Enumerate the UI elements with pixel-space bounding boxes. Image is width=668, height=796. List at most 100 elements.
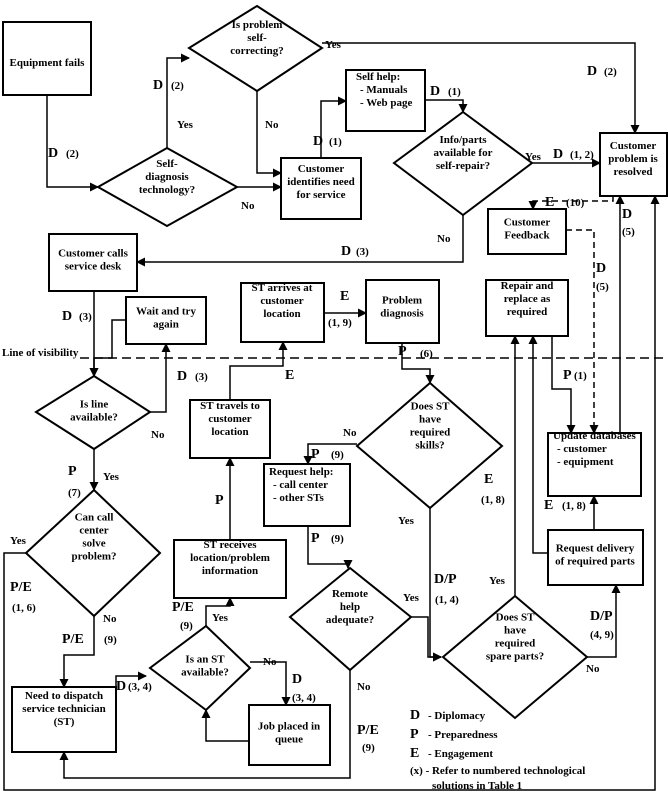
letter-e-skills: E: [484, 472, 493, 487]
letter-e-feedback: E: [545, 195, 554, 210]
letter-pe-receive: P/E: [172, 600, 194, 615]
letter-d-infoparts: D: [430, 84, 440, 99]
label-self-help: Self help:- Manuals- Web page: [356, 71, 412, 109]
no-spareparts: No: [586, 663, 600, 675]
yes-skills: Yes: [398, 515, 415, 527]
legend-x-line2: solutions in Table 1: [432, 780, 522, 792]
letter-d-resolved-right: D: [622, 207, 632, 222]
node-self-help: [345, 69, 426, 132]
code-diag: (6): [420, 348, 433, 360]
letter-e-travels: E: [285, 368, 294, 383]
node-self-correcting: [187, 4, 324, 93]
no-selfcorr: No: [265, 119, 279, 131]
yes-infoparts: Yes: [525, 151, 542, 163]
no-remote: No: [357, 681, 371, 693]
label-request-help: Request help:- call center- other STs: [269, 466, 333, 504]
node-request-help: [263, 463, 351, 527]
yes-selfcorr: Yes: [325, 39, 342, 51]
code-repair: (1): [574, 370, 587, 382]
letter-p-diag: P: [398, 344, 407, 359]
edge-stavail-yes-to-receive: [205, 597, 235, 626]
code-info-resolved: (1, 2): [570, 149, 594, 161]
code-resolved-right: (5): [622, 226, 635, 238]
edge-queue-to-stavail: [201, 709, 249, 742]
code-dispatch: (3, 4): [128, 681, 152, 693]
letter-pe-callcenter: P/E: [10, 580, 32, 595]
letter-pe-no-cc: P/E: [62, 632, 84, 647]
code-spareparts: (4, 9): [590, 629, 614, 641]
line-of-visibility-label: Line of visibility: [2, 347, 79, 359]
edge-wait-to-line: [89, 319, 126, 377]
edge-remote-yes-to-spareparts: [411, 616, 442, 662]
edge-selfcorr-no-to-identify: [256, 91, 282, 178]
no-stavail: No: [263, 656, 277, 668]
edge-line-no-to-wait: [150, 343, 171, 413]
edge-diagnosis-to-skills: [401, 343, 435, 384]
node-equipment-fails: [2, 21, 92, 96]
node-st-arrives: [240, 282, 325, 343]
legend-letter-e: E: [410, 746, 419, 761]
letter-p-line: P: [68, 464, 77, 479]
edge-skills-no-to-requesthelp: [303, 443, 357, 465]
node-wait-try-again: [125, 296, 207, 345]
yes-spareparts: Yes: [489, 575, 506, 587]
no-line: No: [151, 429, 165, 441]
node-has-skills: [355, 381, 504, 510]
letter-dp-skills-yes: D/P: [434, 572, 457, 587]
code-arrive: (1, 9): [328, 317, 352, 329]
letter-p-receive: P: [215, 493, 224, 508]
edge-spareparts-no-to-delivery: [587, 584, 621, 658]
code-resolved-top: (2): [604, 66, 617, 78]
code-selfdiag: (2): [66, 148, 79, 160]
legend: D - Diplomacy P - Preparedness E - Engag…: [410, 708, 585, 792]
letter-e-arrive: E: [340, 289, 349, 304]
letter-d-calls-down: D: [62, 309, 72, 324]
node-st-travels: [189, 399, 271, 459]
code-calls-down: (3): [79, 311, 92, 323]
node-request-delivery: [547, 529, 644, 586]
node-calls-service-desk: [48, 233, 138, 292]
node-remote-help: [288, 566, 413, 672]
edge-fails-to-selfdiag: [46, 95, 99, 192]
legend-d: - Diplomacy: [428, 710, 486, 722]
node-has-spare-parts: [441, 594, 589, 720]
edge-labels: D (2) D (2) Yes No Yes No D (2) D (1) D …: [10, 39, 635, 754]
node-call-center-solve: [24, 488, 162, 618]
node-repair-replace: [485, 279, 569, 337]
letter-p-requesthelp: P: [311, 531, 320, 546]
edge-repair-to-update: [551, 336, 576, 434]
code-skills-e: (1, 8): [481, 494, 505, 506]
edge-identify-to-selfhelp: [320, 96, 347, 158]
code-wait: (3): [195, 371, 208, 383]
letter-d-info-resolved: D: [553, 147, 563, 162]
edge-callcenter-no-to-dispatch: [59, 616, 95, 688]
letter-p-skills-no: P: [311, 447, 320, 462]
letter-e-update: E: [544, 498, 553, 513]
letter-pe-remote-no: P/E: [357, 723, 379, 738]
edge-skills-yes-to-spareparts: [429, 508, 442, 662]
no-skills: No: [343, 427, 357, 439]
code-calls: (3): [356, 246, 369, 258]
legend-e: - Engagement: [428, 748, 493, 760]
letter-d-wait: D: [177, 369, 187, 384]
node-problem-resolved: [599, 132, 668, 197]
code-queue: (3, 4): [292, 692, 316, 704]
yes-line: Yes: [103, 471, 120, 483]
node-is-st-available: [148, 624, 252, 712]
nodes: [2, 4, 668, 766]
edge-stavail-no-to-queue: [250, 661, 291, 706]
